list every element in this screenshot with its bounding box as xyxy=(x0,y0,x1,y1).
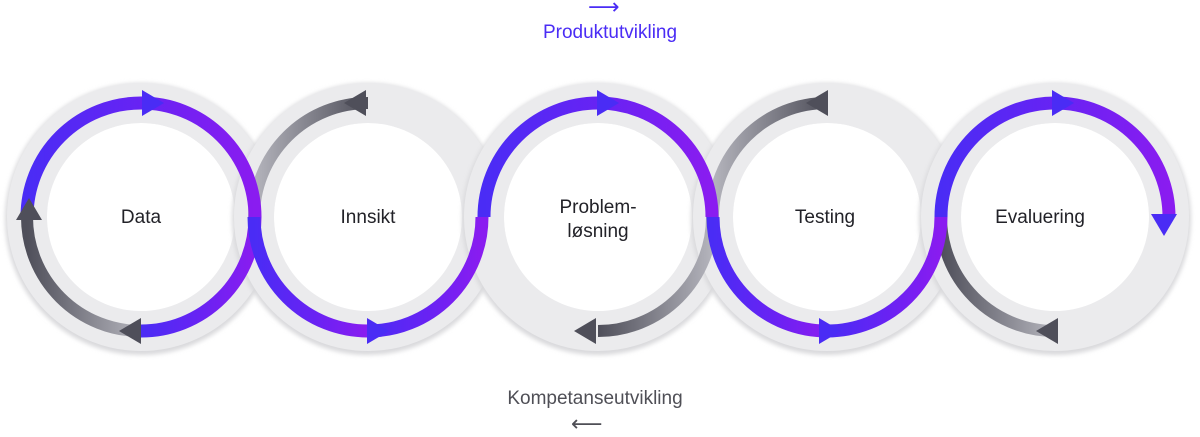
purple-arc-7 xyxy=(826,216,948,338)
competence-development-label: Kompetanseutvikling xyxy=(507,388,683,409)
arrowhead-icon-10 xyxy=(819,318,841,344)
right-arrow-icon: ⟶ xyxy=(588,0,620,19)
arrowhead-icon-6 xyxy=(1151,214,1177,236)
purple-arc-4 xyxy=(367,216,489,338)
arrowhead-icon-8 xyxy=(367,318,389,344)
stage-label-problemlosning: Problem- løsning xyxy=(559,197,637,242)
product-development-label: Produktutvikling xyxy=(542,22,678,43)
arrowhead-icon-11 xyxy=(1036,318,1058,344)
arrowhead-icon-9 xyxy=(574,318,596,344)
arrowhead-icon-3 xyxy=(597,90,619,116)
arrowhead-icon-2 xyxy=(344,90,366,116)
stage-label-evaluering: Evaluering xyxy=(995,207,1085,228)
stage-label-data: Data xyxy=(120,207,162,228)
arrowhead-icon-5 xyxy=(1052,90,1074,116)
stage-label-innsikt: Innsikt xyxy=(340,207,396,228)
purple-arc-6 xyxy=(706,216,828,338)
stage-label-testing: Testing xyxy=(794,207,856,228)
left-arrow-icon: ⟵ xyxy=(571,411,603,436)
arrowhead-icon-7 xyxy=(119,318,141,344)
arrowhead-icon-1 xyxy=(142,90,164,116)
purple-arc-3 xyxy=(247,216,369,338)
arrowhead-icon-4 xyxy=(806,90,828,116)
arrowhead-icon-12 xyxy=(16,198,42,220)
purple-arc-1 xyxy=(20,96,262,218)
